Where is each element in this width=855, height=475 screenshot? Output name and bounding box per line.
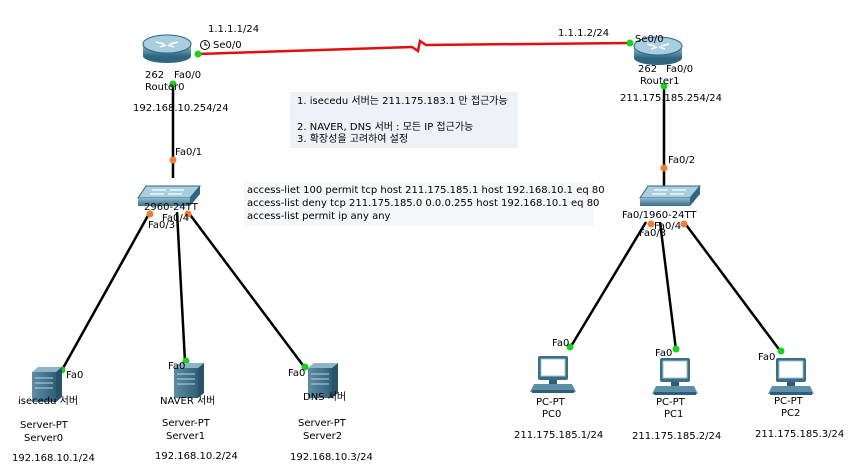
switch0-port-b: Fa0/3 bbox=[148, 220, 175, 231]
port-pending-dot bbox=[146, 210, 154, 218]
pc0-type: PC-PT bbox=[536, 397, 566, 408]
server1-ip: 192.168.10.2/24 bbox=[155, 451, 238, 462]
pc0-icon[interactable] bbox=[530, 356, 576, 393]
wan-right-ip: 1.1.1.2/24 bbox=[558, 28, 609, 39]
switch0-uplink-port: Fa0/1 bbox=[175, 147, 202, 158]
server0-name: Server0 bbox=[24, 433, 63, 444]
port-pending-dot bbox=[169, 156, 177, 164]
server1-icon[interactable] bbox=[174, 363, 204, 398]
server2-port: Fa0 bbox=[288, 368, 305, 379]
pc2-ip: 211.175.185.3/24 bbox=[755, 429, 844, 440]
pc2-port: Fa0 bbox=[758, 352, 775, 363]
wan-left-ip: 1.1.1.1/24 bbox=[208, 24, 259, 35]
port-pending-dot bbox=[660, 164, 668, 172]
server1-label: NAVER 서버 bbox=[160, 395, 215, 407]
server1-name: Server1 bbox=[166, 431, 205, 442]
pc2-name: PC2 bbox=[781, 408, 800, 419]
port-up-dot bbox=[169, 80, 177, 88]
pc1-type: PC-PT bbox=[656, 397, 686, 408]
link-switch0-server2[interactable] bbox=[187, 211, 306, 369]
pc0-name: PC0 bbox=[542, 409, 561, 420]
server0-icon[interactable] bbox=[32, 367, 62, 402]
switch1-icon[interactable] bbox=[639, 185, 702, 206]
router1-model: 262 bbox=[638, 64, 657, 75]
router1-icon[interactable] bbox=[633, 36, 683, 65]
switch1-uplink-port: Fa0/2 bbox=[668, 155, 695, 166]
server2-ip: 192.168.10.3/24 bbox=[290, 452, 373, 463]
router1-name: Router1 bbox=[640, 76, 680, 87]
router1-lan-ip: 211.175.185.254/24 bbox=[620, 93, 722, 104]
pc1-name: PC1 bbox=[664, 409, 683, 420]
port-up-dot bbox=[301, 363, 309, 371]
note-line-2: 2. NAVER, DNS 서버 : 모든 IP 접근가능 bbox=[297, 122, 474, 133]
acl-config-box bbox=[244, 182, 594, 226]
port-up-dot bbox=[182, 357, 190, 365]
router0-name: Router0 bbox=[145, 82, 185, 93]
switch0-port-a: Fa0/4 bbox=[162, 213, 189, 224]
link-switch1-pc0[interactable] bbox=[568, 221, 648, 349]
server0-type: Server-PT bbox=[20, 420, 69, 431]
port-up-dot bbox=[672, 345, 680, 353]
switch1-port-b: Fa0/3 bbox=[639, 228, 666, 239]
router0-serial-port: Se0/0 bbox=[213, 40, 242, 51]
port-up-dot bbox=[626, 39, 634, 47]
router0-lan-port: Fa0/0 bbox=[174, 70, 201, 81]
router0-icon[interactable] bbox=[142, 34, 192, 63]
server1-port: Fa0 bbox=[168, 361, 185, 372]
pc2-type: PC-PT bbox=[774, 396, 804, 407]
router1-lan-port: Fa0/0 bbox=[666, 64, 693, 75]
port-up-dot bbox=[566, 343, 574, 351]
link-switch0-server0[interactable] bbox=[60, 211, 152, 371]
server1-type: Server-PT bbox=[162, 418, 211, 429]
port-pending-dot bbox=[647, 220, 655, 228]
port-pending-dot bbox=[184, 210, 192, 218]
serial-link[interactable] bbox=[197, 38, 631, 56]
pc2-icon[interactable] bbox=[768, 358, 814, 395]
pc1-icon[interactable] bbox=[652, 358, 698, 395]
server0-ip: 192.168.10.1/24 bbox=[12, 453, 95, 464]
acl-line-3: access-list permit ip any any bbox=[247, 211, 391, 222]
clock-icon bbox=[200, 40, 210, 50]
port-up-dot bbox=[777, 347, 785, 355]
acl-line-1: access-liet 100 permit tcp host 211.175.… bbox=[247, 185, 605, 196]
router0-model: 262 bbox=[145, 70, 164, 81]
port-pending-dot bbox=[680, 220, 688, 228]
link-switch0-server1[interactable] bbox=[175, 211, 187, 363]
requirements-note-box bbox=[290, 92, 518, 148]
port-up-dot bbox=[660, 82, 668, 90]
pc1-port: Fa0 bbox=[655, 348, 672, 359]
router0-lan-ip: 192.168.10.254/24 bbox=[133, 103, 229, 114]
switch0-name: 2960-24TT bbox=[144, 202, 199, 213]
note-line-3: 3. 확장성을 고려하여 설정 bbox=[297, 134, 409, 145]
switch1-port-a: Fa0/4 bbox=[654, 221, 681, 232]
server2-type: Server-PT bbox=[298, 418, 347, 429]
pc0-ip: 211.175.185.1/24 bbox=[514, 430, 603, 441]
acl-line-2: access-list deny tcp 211.175.185.0 0.0.0… bbox=[247, 198, 600, 209]
server2-icon[interactable] bbox=[308, 363, 338, 398]
server2-name: Server2 bbox=[303, 431, 342, 442]
port-up-dot bbox=[194, 50, 202, 58]
server0-label: isecedu 서버 bbox=[18, 395, 78, 407]
switch0-icon[interactable] bbox=[137, 185, 202, 206]
link-switch1-pc1[interactable] bbox=[658, 221, 678, 351]
link-switch1-pc2[interactable] bbox=[682, 221, 783, 353]
switch1-name: Fa0/1960-24TT bbox=[622, 210, 697, 221]
server0-port: Fa0 bbox=[66, 370, 83, 381]
pc1-ip: 211.175.185.2/24 bbox=[632, 431, 721, 442]
note-line-1: 1. isecedu 서버는 211.175.183.1 만 접근가능 bbox=[297, 96, 508, 107]
pc0-port: Fa0 bbox=[552, 338, 569, 349]
server2-label: DNS 서버 bbox=[303, 391, 346, 403]
router1-serial-port: Se0/0 bbox=[635, 34, 664, 45]
